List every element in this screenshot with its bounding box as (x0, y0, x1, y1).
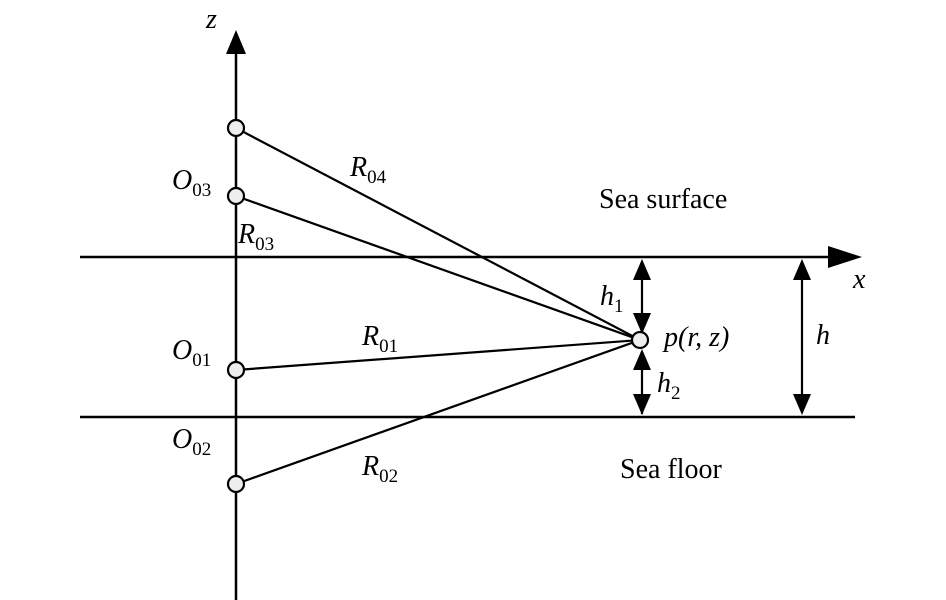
path-label-r04: R04 (350, 152, 387, 188)
path-label-r02: R02 (362, 451, 399, 487)
source-node-o01 (226, 360, 246, 380)
source-node-o03 (226, 186, 246, 206)
z-axis-label: z (206, 4, 217, 35)
receiver-node (630, 330, 650, 350)
source-label-o03: O03 (172, 165, 212, 201)
ray-r04 (235, 127, 641, 341)
h-arrow-down (793, 394, 811, 415)
ray-r03 (235, 194, 641, 342)
path-label-r01: R01 (362, 321, 399, 357)
source-node-o02 (226, 474, 246, 494)
source-label-o02: O02 (172, 424, 212, 460)
h-label: h (816, 320, 830, 351)
source-label-o01: O01 (172, 335, 212, 371)
sea-surface-label: Sea surface (599, 184, 728, 215)
h1-label: h1 (600, 281, 624, 317)
h1-arrow-up (633, 259, 651, 280)
h2-arrow-up (633, 349, 651, 370)
x-axis-arrowhead (828, 246, 862, 268)
path-label-r03: R03 (238, 219, 275, 255)
ray-r02 (235, 338, 641, 486)
h-arrow-up (793, 259, 811, 280)
source-node-o04 (226, 118, 246, 138)
h1-arrow-down (633, 313, 651, 334)
h2-arrow-down (633, 394, 651, 415)
sea-floor-label: Sea floor (620, 454, 722, 485)
x-axis-label: x (853, 264, 866, 295)
h2-label: h2 (657, 368, 681, 404)
ray-r01 (235, 338, 641, 372)
receiver-label: p(r, z) (664, 322, 730, 353)
z-axis-arrowhead (226, 30, 246, 54)
